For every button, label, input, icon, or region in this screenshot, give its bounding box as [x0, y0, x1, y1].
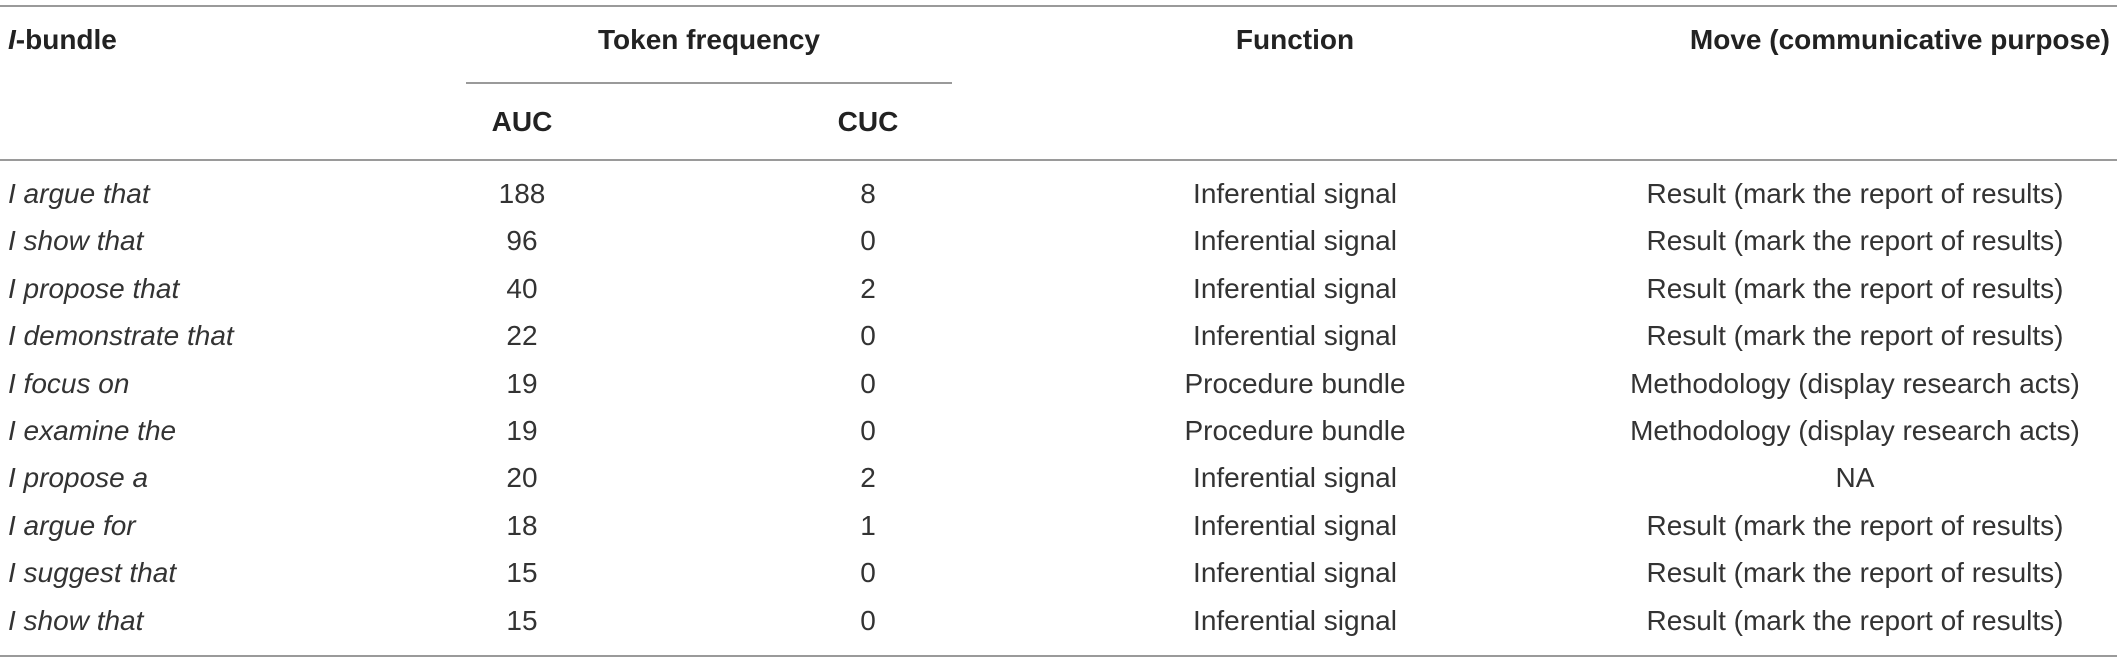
cell-auc: 15	[506, 604, 538, 636]
cell-bundle: I show that	[8, 604, 144, 636]
cell-auc: 22	[506, 320, 538, 352]
cell-bundle: I argue that	[8, 178, 150, 209]
cell-function: Inferential signal	[1193, 178, 1397, 209]
cell-auc: 18	[506, 509, 538, 541]
cell-cuc: 8	[860, 178, 876, 209]
cell-move: NA	[1835, 462, 1875, 494]
table-row: I show that 96 0 Inferential signal Resu…	[0, 217, 2117, 264]
cell-bundle: I suggest that	[8, 557, 177, 589]
cell-auc: 20	[506, 462, 538, 494]
cell-bundle: I show that	[8, 225, 144, 257]
cell-cuc: 0	[860, 320, 876, 352]
cell-cuc: 0	[860, 225, 876, 257]
header-auc: AUC	[491, 106, 553, 137]
cell-cuc: 1	[860, 509, 876, 541]
cell-move: Methodology (display research acts)	[1630, 414, 2080, 446]
header-bundle-italic: I	[8, 24, 16, 55]
cell-move: Methodology (display research acts)	[1630, 367, 2080, 399]
cell-function: Inferential signal	[1193, 557, 1397, 589]
header-move: Move (communicative purpose)	[1689, 24, 2110, 55]
cell-bundle: I propose a	[8, 462, 149, 494]
cell-move: Result (mark the report of results)	[1646, 225, 2064, 257]
table-top-rule	[0, 5, 2117, 7]
table-row: I argue for 18 1 Inferential signal Resu…	[0, 502, 2117, 549]
table-row: I argue that 188 8 Inferential signal Re…	[0, 170, 2117, 217]
cell-auc: 15	[506, 557, 538, 589]
header-bottom-rule	[0, 159, 2117, 161]
table-row: I show that 15 0 Inferential signal Resu…	[0, 597, 2117, 644]
cell-function: Inferential signal	[1193, 604, 1397, 636]
cell-bundle: I propose that	[8, 272, 180, 304]
cell-bundle: I focus on	[8, 367, 130, 399]
cell-move: Result (mark the report of results)	[1646, 509, 2064, 541]
header-cuc: CUC	[837, 106, 899, 137]
cell-cuc: 0	[860, 367, 876, 399]
table-bottom-rule	[0, 655, 2117, 657]
table-body: I argue that 188 8 Inferential signal Re…	[0, 170, 2117, 644]
cell-bundle: I argue for	[8, 509, 136, 541]
cell-auc: 96	[506, 225, 538, 257]
cell-move: Result (mark the report of results)	[1646, 320, 2064, 352]
header-bundle-rest: -bundle	[15, 24, 117, 55]
cell-cuc: 2	[860, 462, 876, 494]
cell-function: Procedure bundle	[1184, 367, 1406, 399]
cell-auc: 188	[498, 178, 546, 209]
cell-function: Procedure bundle	[1184, 414, 1406, 446]
cell-function: Inferential signal	[1193, 225, 1397, 257]
table-row: I focus on 19 0 Procedure bundle Methodo…	[0, 360, 2117, 407]
token-frequency-subrule	[466, 82, 952, 84]
cell-bundle: I demonstrate that	[8, 320, 234, 352]
header-function: Function	[1235, 24, 1355, 55]
cell-cuc: 0	[860, 604, 876, 636]
cell-auc: 19	[506, 414, 538, 446]
cell-cuc: 2	[860, 272, 876, 304]
cell-auc: 19	[506, 367, 538, 399]
table-row: I examine the 19 0 Procedure bundle Meth…	[0, 407, 2117, 454]
cell-bundle: I examine the	[8, 414, 177, 446]
cell-function: Inferential signal	[1193, 509, 1397, 541]
cell-cuc: 0	[860, 557, 876, 589]
cell-move: Result (mark the report of results)	[1646, 604, 2064, 636]
header-bundle: I-bundle	[8, 20, 117, 60]
cell-function: Inferential signal	[1193, 462, 1397, 494]
cell-move: Result (mark the report of results)	[1646, 272, 2064, 304]
cell-move: Result (mark the report of results)	[1646, 557, 2064, 589]
table-row: I demonstrate that 22 0 Inferential sign…	[0, 312, 2117, 359]
cell-auc: 40	[506, 272, 538, 304]
cell-cuc: 0	[860, 414, 876, 446]
table-row: I propose a 20 2 Inferential signal NA	[0, 454, 2117, 501]
table-row: I propose that 40 2 Inferential signal R…	[0, 265, 2117, 312]
cell-function: Inferential signal	[1193, 320, 1397, 352]
table-row: I suggest that 15 0 Inferential signal R…	[0, 549, 2117, 596]
cell-function: Inferential signal	[1193, 272, 1397, 304]
cell-move: Result (mark the report of results)	[1646, 178, 2064, 209]
header-token-frequency: Token frequency	[598, 24, 820, 55]
